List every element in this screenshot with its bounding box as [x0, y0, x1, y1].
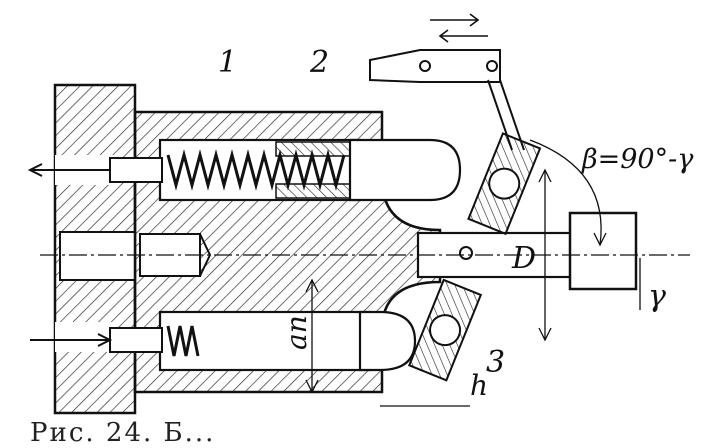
label-part-1: 1: [218, 45, 237, 80]
label-beta-angle: β=90°-γ: [581, 144, 694, 175]
label-part-2: 2: [309, 45, 329, 80]
label-diameter: D: [511, 241, 536, 276]
figure-caption: Рис. 24. Б...: [30, 418, 216, 448]
end-cover: [53, 83, 137, 415]
lower-piston-bore: [158, 310, 417, 372]
dimension-lines: [40, 139, 690, 407]
label-a-n: aп: [280, 315, 313, 350]
label-h: h: [470, 369, 488, 402]
label-gamma: γ: [648, 279, 666, 314]
control-linkage: [369, 13, 525, 151]
flow-arrows: [27, 163, 113, 347]
swash-plate: [407, 132, 542, 382]
upper-piston-bore: [158, 138, 462, 202]
label-part-3: 3: [486, 345, 505, 380]
